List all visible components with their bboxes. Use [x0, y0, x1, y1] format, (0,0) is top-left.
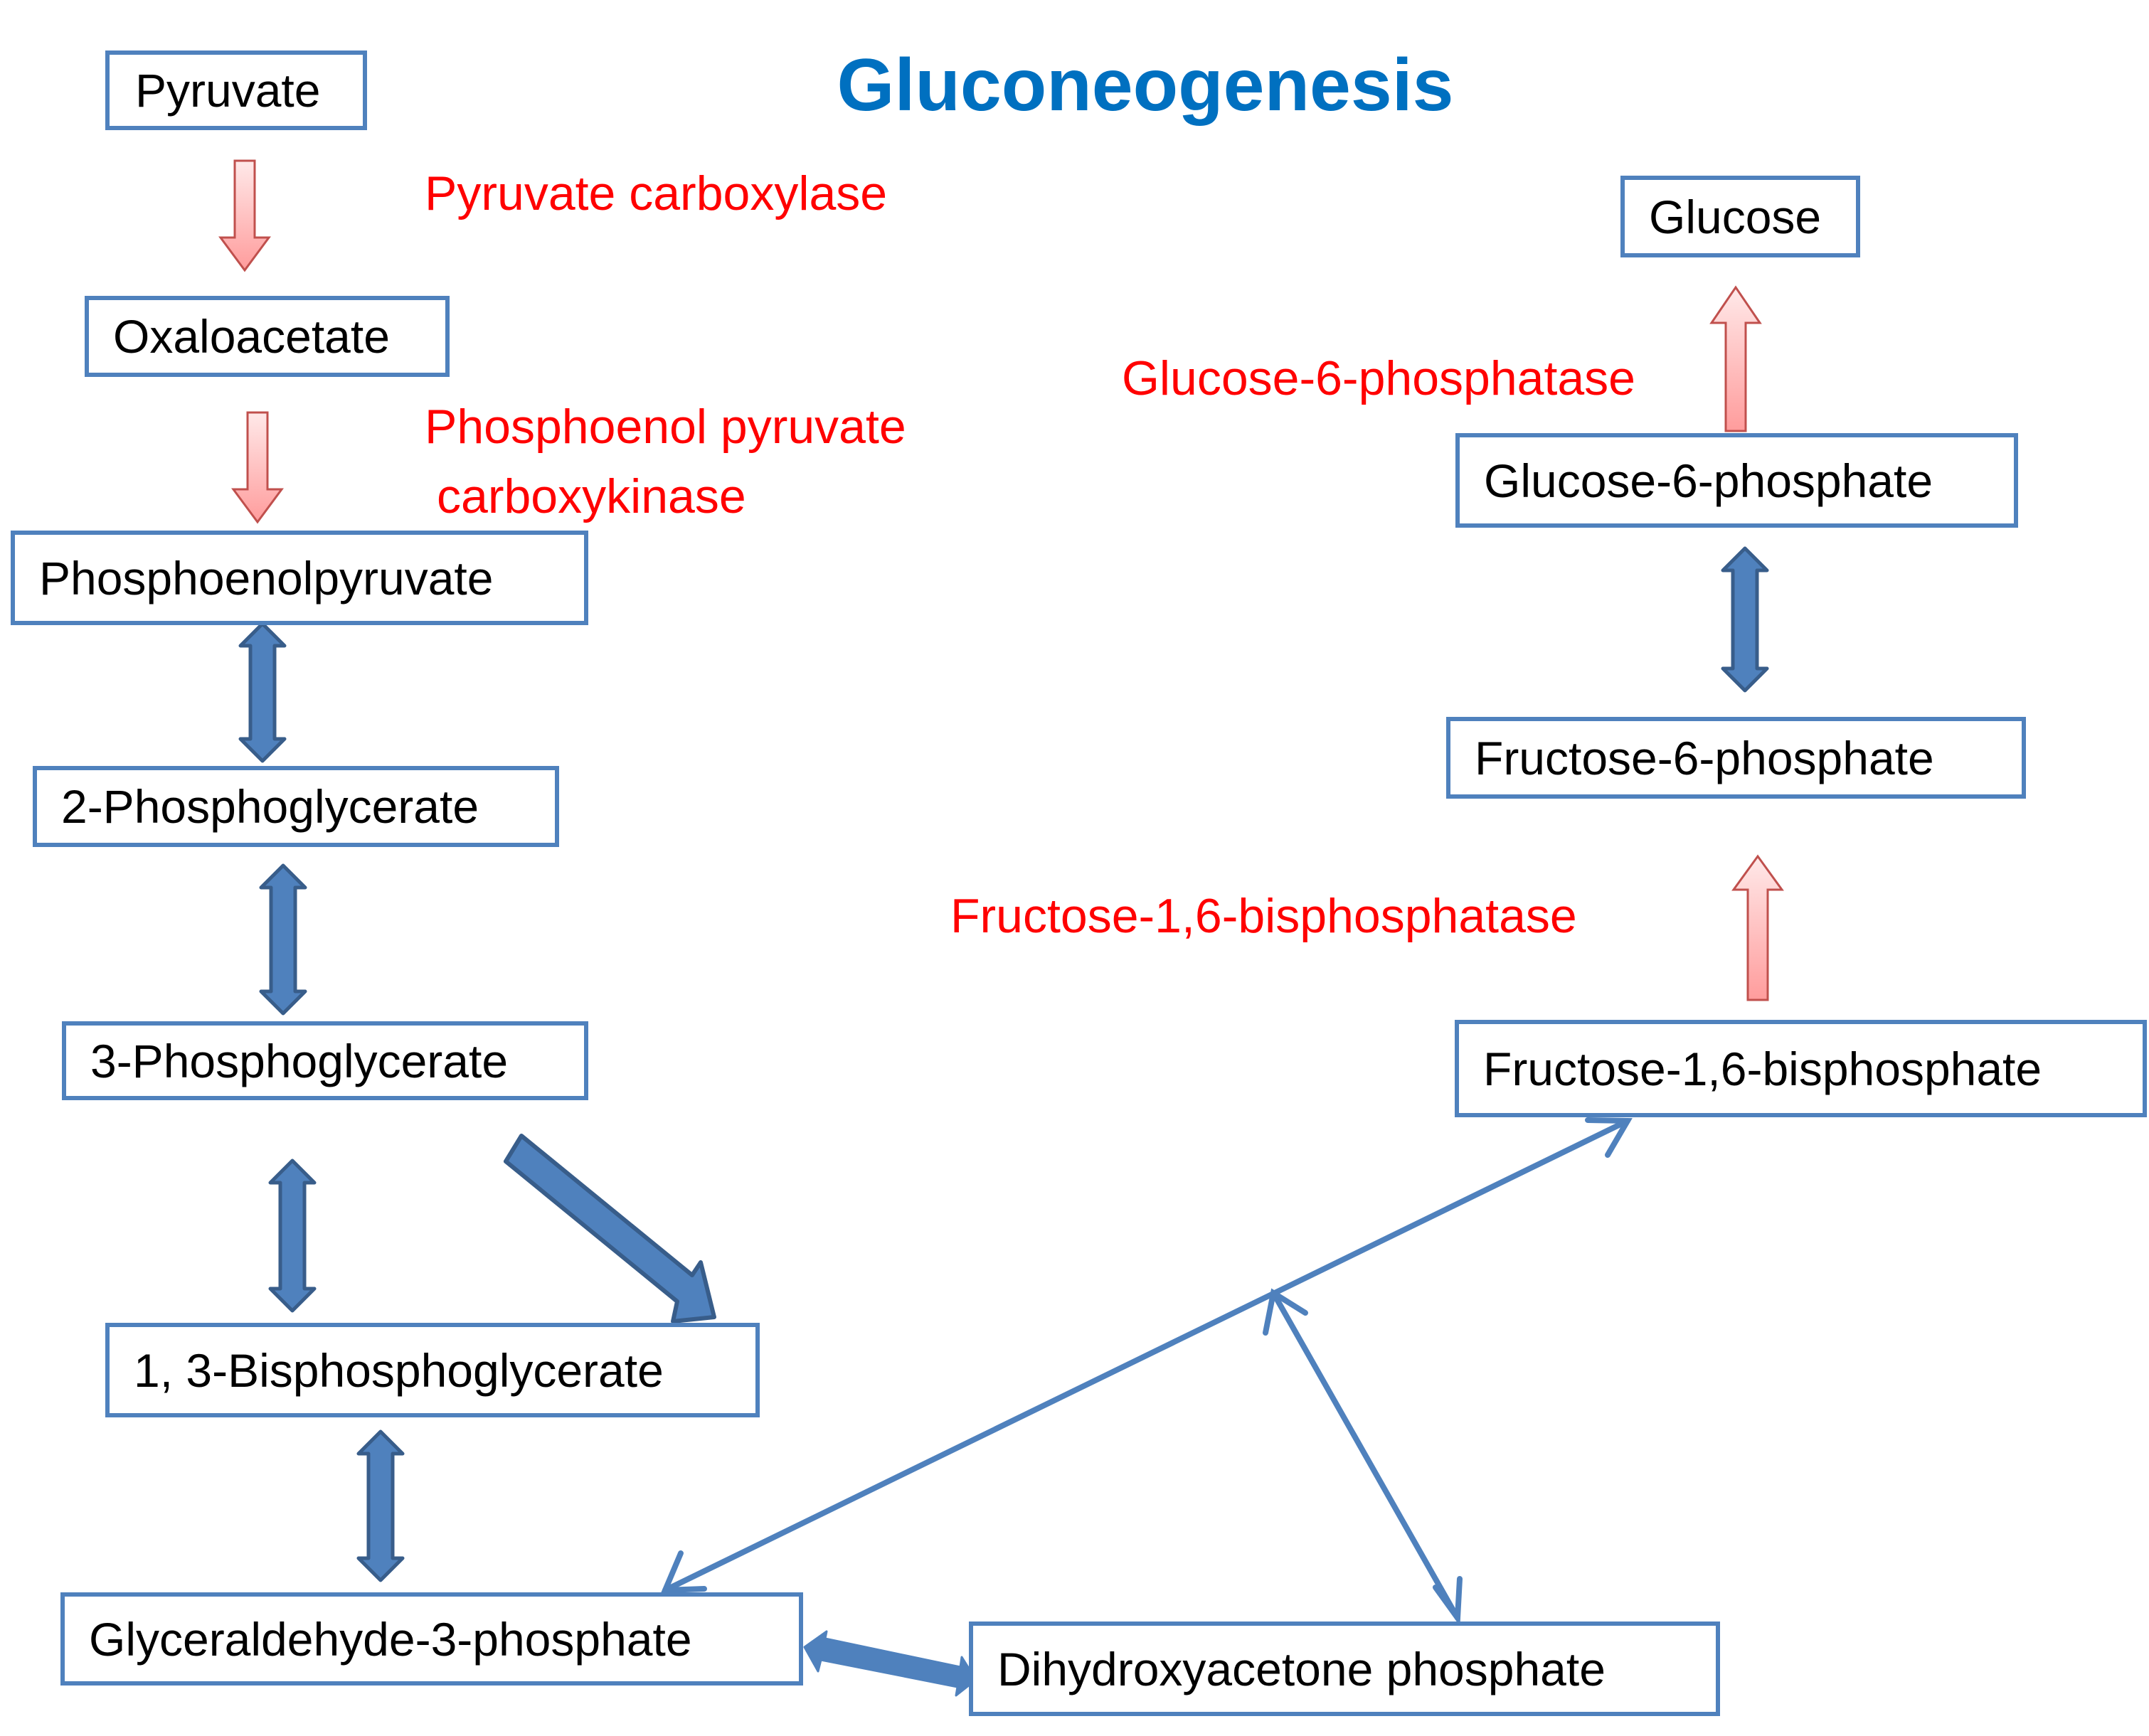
arrow-f16bp-to-f6p — [1731, 854, 1784, 1001]
arrow-pg2-pg3-reversible — [259, 863, 307, 1016]
node-label: Fructose-6-phosphate — [1475, 731, 1934, 784]
node-dihydroxyacetone-phosphate: Dihydroxyacetone phosphate — [969, 1621, 1720, 1716]
arrow-g6p-to-glucose — [1709, 285, 1762, 432]
enzyme-fructose-1-6-bisphosphatase: Fructose-1,6-bisphosphatase — [950, 889, 1577, 943]
arrow-oxaloacetate-to-pep — [231, 411, 284, 524]
enzyme-pepck-line1: Phosphoenol pyruvate — [425, 400, 906, 454]
node-glyceraldehyde-3-phosphate: Glyceraldehyde-3-phosphate — [60, 1592, 803, 1686]
arrow-pg3-to-bpg13-thick — [504, 1134, 716, 1324]
node-label: Glucose — [1649, 190, 1822, 243]
node-label: 1, 3-Bisphosphoglycerate — [134, 1343, 664, 1397]
arrow-pyruvate-to-oxaloacetate — [218, 159, 271, 272]
arrow-dhap-triangle-line — [1263, 1288, 1463, 1626]
node-1-3-bisphosphoglycerate: 1, 3-Bisphosphoglycerate — [105, 1323, 760, 1417]
node-glucose: Glucose — [1620, 176, 1860, 257]
node-fructose-6-phosphate: Fructose-6-phosphate — [1446, 717, 2026, 799]
arrow-bpg13-g3p-reversible — [356, 1429, 405, 1582]
node-glucose-6-phosphate: Glucose-6-phosphate — [1455, 433, 2018, 528]
enzyme-pepck-line2: carboxykinase — [437, 469, 746, 523]
node-label: Oxaloacetate — [113, 310, 390, 363]
node-label: Pyruvate — [135, 64, 321, 117]
enzyme-glucose-6-phosphatase: Glucose-6-phosphatase — [1122, 351, 1636, 405]
arrow-pep-pg2-reversible — [238, 622, 287, 763]
node-label: 3-Phosphoglycerate — [90, 1034, 509, 1087]
node-label: Glucose-6-phosphate — [1484, 454, 1933, 507]
node-pyruvate: Pyruvate — [105, 50, 367, 130]
node-label: Dihydroxyacetone phosphate — [997, 1642, 1606, 1695]
arrow-g3p-f16bp-line — [660, 1117, 1633, 1594]
page-title: Gluconeogenesis — [837, 44, 1454, 127]
arrow-g3p-dhap-reversible — [803, 1630, 977, 1697]
arrow-f6p-g6p-reversible — [1721, 546, 1769, 693]
node-2-phosphoglycerate: 2-Phosphoglycerate — [33, 766, 559, 847]
node-fructose-1-6-bisphosphate: Fructose-1,6-bisphosphate — [1455, 1020, 2147, 1117]
node-label: 2-Phosphoglycerate — [61, 780, 479, 833]
node-label: Glyceraldehyde-3-phosphate — [89, 1612, 692, 1666]
enzyme-pyruvate-carboxylase: Pyruvate carboxylase — [425, 166, 888, 220]
node-label: Fructose-1,6-bisphosphate — [1483, 1042, 2042, 1095]
node-oxaloacetate: Oxaloacetate — [85, 296, 450, 377]
node-3-phosphoglycerate: 3-Phosphoglycerate — [62, 1021, 588, 1100]
node-phosphoenolpyruvate: Phosphoenolpyruvate — [11, 531, 588, 625]
arrow-pg3-bpg13-reversible — [268, 1159, 317, 1313]
node-label: Phosphoenolpyruvate — [39, 551, 494, 605]
